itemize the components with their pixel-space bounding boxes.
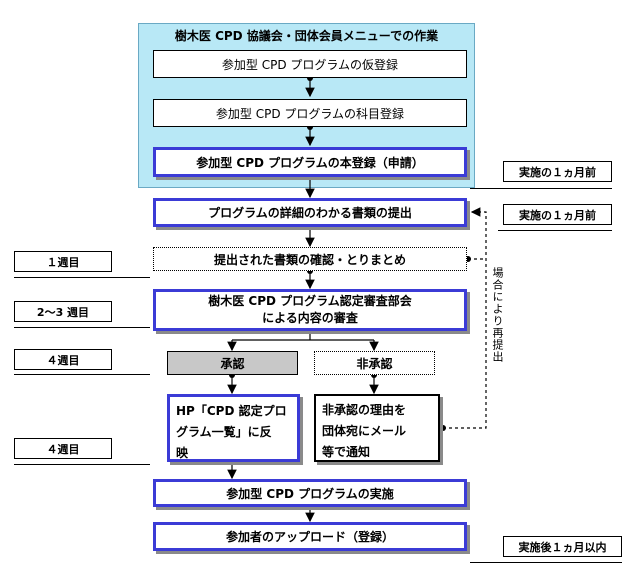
timing-week-4b: ４週目 bbox=[14, 438, 112, 459]
timing-line bbox=[498, 230, 612, 231]
dot bbox=[440, 425, 446, 431]
step-approve: 承認 bbox=[167, 351, 298, 375]
timing-line bbox=[470, 562, 622, 563]
timing-one-month-before-1: 実施の１ヵ月前 bbox=[503, 161, 612, 182]
step-main-registration: 参加型 CPD プログラムの本登録（申請） bbox=[153, 147, 467, 177]
panel-title: 樹木医 CPD 協議会・団体会員メニューでの作業 bbox=[174, 28, 439, 43]
timing-line bbox=[14, 327, 150, 328]
timing-week-1: １週目 bbox=[14, 251, 112, 272]
step-provisional-registration: 参加型 CPD プログラムの仮登録 bbox=[153, 50, 467, 78]
timing-line bbox=[14, 277, 150, 278]
step-submit-documents: プログラムの詳細のわかる書類の提出 bbox=[153, 198, 467, 227]
hp-publish-line2: グラム一覧」に反 bbox=[176, 425, 272, 439]
timing-week-4a: ４週目 bbox=[14, 349, 112, 370]
committee-review-line1: 樹木医 CPD プログラム認定審査部会 bbox=[208, 293, 412, 308]
step-rejection-notice: 非承認の理由を 団体宛にメール 等で通知 bbox=[314, 394, 440, 462]
step-participant-upload: 参加者のアップロード（登録） bbox=[153, 522, 467, 551]
timing-one-month-before-2: 実施の１ヵ月前 bbox=[503, 204, 612, 225]
step-reject: 非承認 bbox=[314, 351, 435, 375]
timing-weeks-2-3: 2～3 週目 bbox=[14, 301, 112, 322]
step-subject-registration: 参加型 CPD プログラムの科目登録 bbox=[153, 99, 467, 127]
timing-after-one-month: 実施後１ヵ月以内 bbox=[503, 536, 622, 557]
hp-publish-line1: HP「CPD 認定プロ bbox=[176, 404, 287, 418]
rejection-notice-line3: 等で通知 bbox=[322, 445, 371, 459]
rejection-notice-line2: 団体宛にメール bbox=[322, 424, 407, 438]
timing-line bbox=[14, 464, 150, 465]
committee-review-line2: による内容の審査 bbox=[262, 311, 358, 325]
resubmit-label: 場合により再提出 bbox=[491, 267, 504, 363]
step-implementation: 参加型 CPD プログラムの実施 bbox=[153, 479, 467, 507]
rejection-notice-line1: 非承認の理由を bbox=[322, 403, 407, 417]
resubmit-loop bbox=[443, 207, 487, 429]
timing-line bbox=[470, 188, 612, 189]
step-hp-publish: HP「CPD 認定プロ グラム一覧」に反 映 bbox=[167, 394, 300, 462]
step-review-documents: 提出された書類の確認・とりまとめ bbox=[153, 247, 467, 271]
step-committee-review: 樹木医 CPD プログラム認定審査部会 による内容の審査 bbox=[153, 289, 467, 331]
hp-publish-line3: 映 bbox=[176, 446, 189, 460]
timing-line bbox=[14, 374, 150, 375]
